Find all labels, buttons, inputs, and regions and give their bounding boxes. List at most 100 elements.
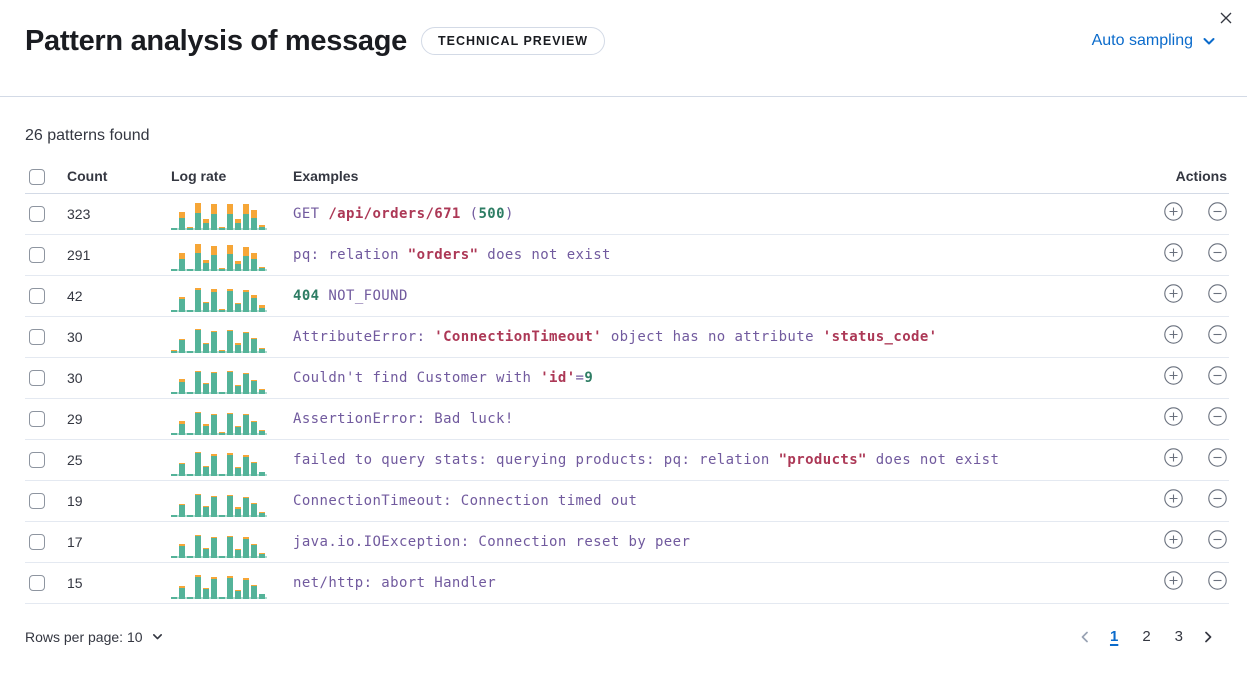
- page-button-3[interactable]: 3: [1167, 624, 1191, 650]
- example-token: ): [504, 205, 514, 222]
- title-group: Pattern analysis of message TECHNICAL PR…: [25, 24, 606, 59]
- flyout-body: 26 patterns found Count Log rate Example…: [0, 97, 1247, 604]
- chart-bar: [235, 342, 241, 353]
- plus-circle-icon: [1163, 366, 1183, 385]
- filter-in-button[interactable]: [1163, 202, 1183, 221]
- chart-bar: [179, 378, 185, 394]
- filter-out-button[interactable]: [1208, 284, 1227, 303]
- example-cell: 404 NOT_FOUND: [289, 275, 1133, 317]
- chart-bar: [243, 372, 249, 394]
- chart-bar: [171, 309, 177, 312]
- chevron-down-icon: [152, 634, 162, 640]
- sampling-dropdown-button[interactable]: Auto sampling: [1092, 32, 1217, 50]
- filter-in-button[interactable]: [1163, 530, 1183, 549]
- filter-out-button[interactable]: [1208, 366, 1227, 385]
- chart-bar: [243, 289, 249, 312]
- log-rate-chart: [171, 239, 267, 271]
- column-header-examples: Examples: [289, 159, 1133, 194]
- row-checkbox[interactable]: [29, 287, 45, 304]
- chart-bar: [203, 218, 209, 230]
- filter-in-button[interactable]: [1163, 407, 1183, 426]
- row-checkbox[interactable]: [29, 410, 45, 427]
- minus-circle-icon: [1208, 530, 1227, 549]
- chart-bar: [259, 347, 265, 353]
- rows-per-page-button[interactable]: Rows per page: 10: [25, 629, 164, 645]
- previous-page-button[interactable]: [1076, 628, 1094, 646]
- select-all-checkbox[interactable]: [29, 168, 45, 185]
- chart-bar: [171, 349, 177, 353]
- example-cell: GET /api/orders/671 (500): [289, 193, 1133, 235]
- chart-bar: [195, 411, 201, 435]
- row-checkbox[interactable]: [29, 328, 45, 345]
- close-button[interactable]: [1213, 5, 1239, 31]
- example-token: pq: relation: [293, 246, 408, 263]
- plus-circle-icon: [1163, 448, 1183, 467]
- chart-bar: [243, 413, 249, 435]
- chart-bar: [243, 331, 249, 353]
- chart-bar: [227, 370, 233, 394]
- chart-bar: [187, 350, 193, 353]
- example-token: 404: [293, 287, 320, 304]
- next-page-button[interactable]: [1199, 628, 1217, 646]
- chart-bar: [195, 574, 201, 599]
- row-checkbox[interactable]: [29, 492, 45, 509]
- chart-bar: [203, 382, 209, 394]
- chart-bar: [211, 413, 217, 435]
- row-checkbox[interactable]: [29, 205, 45, 222]
- filter-in-button[interactable]: [1163, 571, 1183, 590]
- chart-bar: [179, 543, 185, 558]
- chart-bar: [219, 555, 225, 558]
- chart-bar: [235, 425, 241, 435]
- chart-bar: [203, 465, 209, 476]
- filter-out-button[interactable]: [1208, 448, 1227, 467]
- chart-bar: [219, 391, 225, 394]
- filter-out-button[interactable]: [1208, 530, 1227, 549]
- row-checkbox[interactable]: [29, 574, 45, 591]
- chart-bar: [227, 412, 233, 435]
- chart-bar: [251, 209, 257, 230]
- row-checkbox[interactable]: [29, 246, 45, 263]
- chart-bar: [179, 211, 185, 230]
- plus-circle-icon: [1163, 407, 1183, 426]
- example-cell: ConnectionTimeout: Connection timed out: [289, 480, 1133, 522]
- chart-bar: [235, 218, 241, 230]
- filter-out-button[interactable]: [1208, 325, 1227, 344]
- filter-in-button[interactable]: [1163, 448, 1183, 467]
- log-rate-chart: [171, 198, 267, 230]
- filter-out-button[interactable]: [1208, 407, 1227, 426]
- filter-in-button[interactable]: [1163, 325, 1183, 344]
- filter-in-button[interactable]: [1163, 284, 1183, 303]
- filter-in-button[interactable]: [1163, 366, 1183, 385]
- example-token: "orders": [407, 246, 479, 263]
- patterns-table: Count Log rate Examples Actions 323 GET …: [25, 159, 1229, 604]
- filter-in-button[interactable]: [1163, 243, 1183, 262]
- page-button-1[interactable]: 1: [1102, 624, 1126, 650]
- table-header-row: Count Log rate Examples Actions: [25, 159, 1229, 194]
- chart-bar: [235, 548, 241, 558]
- row-checkbox[interactable]: [29, 533, 45, 550]
- chart-bar: [171, 391, 177, 394]
- plus-circle-icon: [1163, 284, 1183, 303]
- chart-bar: [195, 287, 201, 312]
- chart-bar: [243, 203, 249, 230]
- filter-out-button[interactable]: [1208, 571, 1227, 590]
- count-cell: 29: [63, 398, 167, 440]
- flyout-footer: Rows per page: 10 1 2 3: [0, 604, 1247, 650]
- example-token: failed to query stats: querying products…: [293, 451, 779, 468]
- chart-bar: [235, 260, 241, 271]
- chart-bar: [179, 296, 185, 312]
- chart-bar: [171, 555, 177, 558]
- filter-out-button[interactable]: [1208, 489, 1227, 508]
- rows-per-page-label: Rows per page: 10: [25, 628, 143, 645]
- chart-bar: [251, 379, 257, 394]
- filter-in-button[interactable]: [1163, 489, 1183, 508]
- chart-bar: [259, 224, 265, 230]
- row-checkbox[interactable]: [29, 451, 45, 468]
- page-button-2[interactable]: 2: [1134, 624, 1158, 650]
- filter-out-button[interactable]: [1208, 243, 1227, 262]
- row-checkbox[interactable]: [29, 369, 45, 386]
- filter-out-button[interactable]: [1208, 202, 1227, 221]
- example-cell: Couldn't find Customer with 'id'=9: [289, 357, 1133, 399]
- log-rate-chart: [171, 444, 267, 476]
